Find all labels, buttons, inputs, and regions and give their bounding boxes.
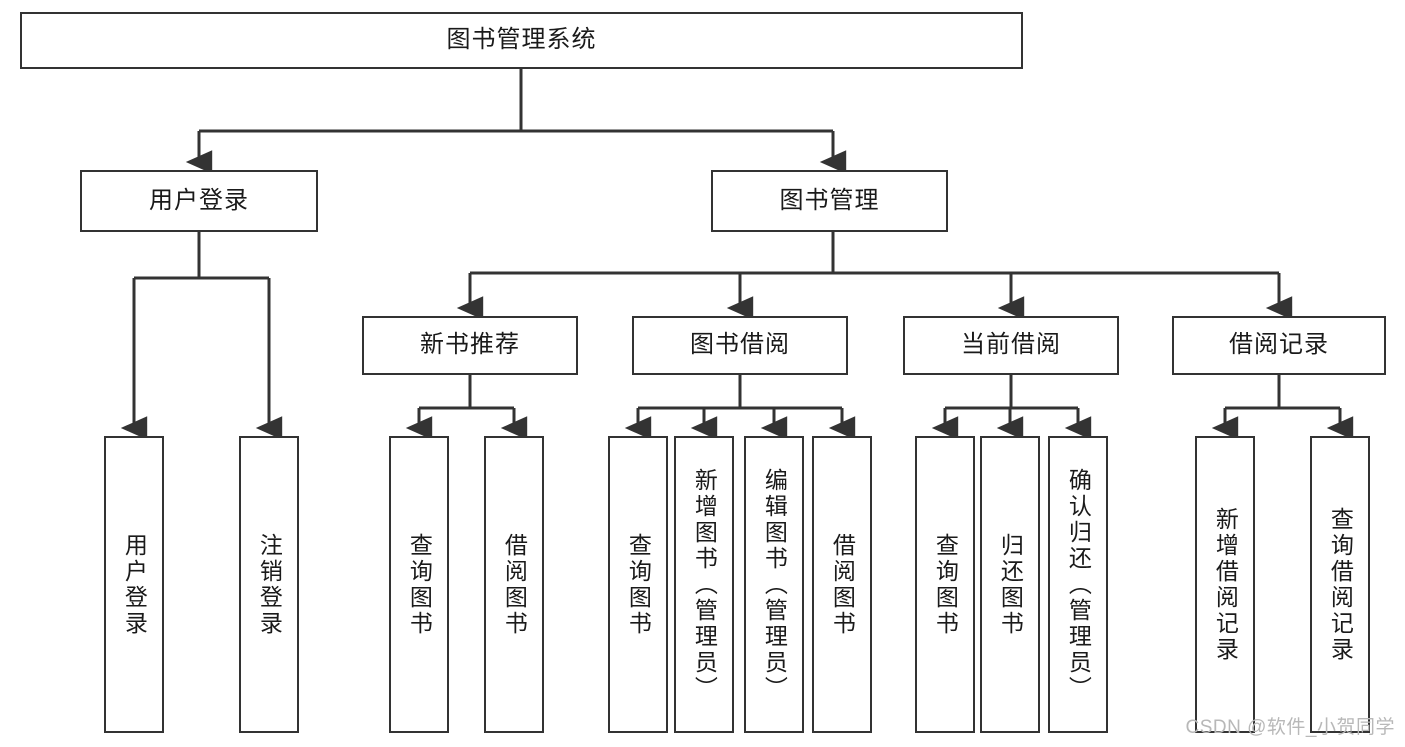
leaf-recommend-borrow-book[interactable]: 借阅图书 (484, 436, 544, 733)
node-label: 查询图书 (932, 532, 959, 637)
node-label: 查询图书 (406, 532, 433, 637)
leaf-user-login-login[interactable]: 用户登录 (104, 436, 164, 733)
node-borrow-record[interactable]: 借阅记录 (1172, 316, 1386, 375)
node-label: 新增图书（管理员） (691, 467, 718, 702)
node-label: 图书管理 (779, 186, 880, 214)
node-new-book-recommend[interactable]: 新书推荐 (362, 316, 578, 375)
leaf-borrow-borrow-book[interactable]: 借阅图书 (812, 436, 872, 733)
node-label: 注销登录 (256, 532, 283, 637)
node-label: 编辑图书（管理员） (761, 467, 788, 702)
leaf-borrow-query-book[interactable]: 查询图书 (608, 436, 668, 733)
leaf-current-query-book[interactable]: 查询图书 (915, 436, 975, 733)
leaf-borrow-add-book-admin[interactable]: 新增图书（管理员） (674, 436, 734, 733)
node-label: 借阅记录 (1229, 331, 1329, 359)
leaf-record-add-record[interactable]: 新增借阅记录 (1195, 436, 1255, 733)
node-label: 新书推荐 (420, 331, 520, 359)
node-label: 用户登录 (149, 186, 249, 214)
node-label: 图书借阅 (690, 331, 790, 359)
node-user-login[interactable]: 用户登录 (80, 170, 318, 232)
node-label: 归还图书 (997, 532, 1024, 637)
node-label: 新增借阅记录 (1212, 506, 1239, 663)
node-label: 当前借阅 (961, 331, 1061, 359)
leaf-user-login-logout[interactable]: 注销登录 (239, 436, 299, 733)
node-book-borrow[interactable]: 图书借阅 (632, 316, 848, 375)
leaf-recommend-query-book[interactable]: 查询图书 (389, 436, 449, 733)
node-label: 借阅图书 (501, 532, 528, 637)
watermark-text: CSDN @软件_小贺同学 (1185, 717, 1395, 738)
leaf-current-return-book[interactable]: 归还图书 (980, 436, 1040, 733)
node-label: 图书管理系统 (446, 26, 597, 54)
node-root-book-management-system[interactable]: 图书管理系统 (20, 12, 1023, 69)
node-label: 查询图书 (625, 532, 652, 637)
leaf-record-query-record[interactable]: 查询借阅记录 (1310, 436, 1370, 733)
leaf-current-confirm-return-admin[interactable]: 确认归还（管理员） (1048, 436, 1108, 733)
node-book-management[interactable]: 图书管理 (711, 170, 948, 232)
node-current-borrow[interactable]: 当前借阅 (903, 316, 1119, 375)
node-label: 用户登录 (121, 532, 148, 637)
node-label: 查询借阅记录 (1327, 506, 1354, 663)
node-label: 借阅图书 (829, 532, 856, 637)
node-label: 确认归还（管理员） (1065, 467, 1092, 702)
leaf-borrow-edit-book-admin[interactable]: 编辑图书（管理员） (744, 436, 804, 733)
